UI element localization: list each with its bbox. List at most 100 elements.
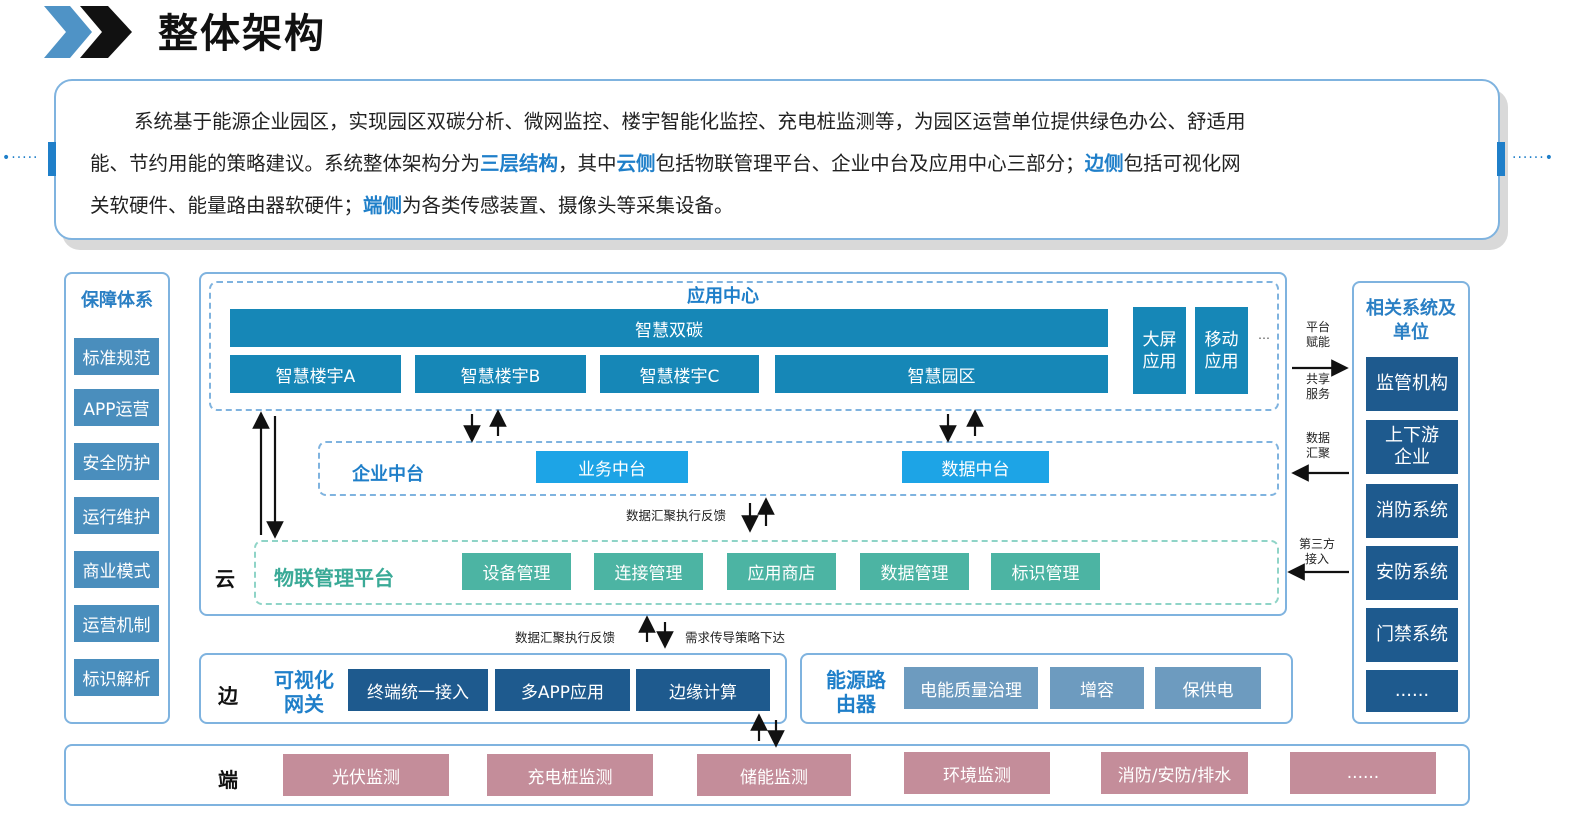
guarantee-item[interactable]: APP运营 (74, 389, 159, 426)
intro-p3a: 关软硬件、能量路由器软硬件； (90, 194, 364, 217)
iot-data-mgmt[interactable]: 数据管理 (860, 553, 969, 590)
label-a1-line1: 平台 (1305, 320, 1330, 334)
page-title: 整体架构 (158, 11, 326, 57)
iot-device-mgmt[interactable]: 设备管理 (462, 553, 571, 590)
related-upstream-downstream[interactable]: 上下游 企业 (1366, 420, 1458, 474)
app-big-screen[interactable]: 大屏 应用 (1133, 307, 1186, 394)
intro-p1: 系统基于能源企业园区，实现园区双碳分析、微网监控、楼宇智能化监控、充电桩监测等，… (134, 110, 1246, 133)
iot-frame (254, 540, 1279, 605)
data-middle-box[interactable]: 数据中台 (902, 451, 1049, 483)
iot-connection-mgmt[interactable]: 连接管理 (594, 553, 703, 590)
app-more-ellipsis: … (1258, 328, 1270, 342)
gateway-title-line1: 可视化 (274, 668, 334, 692)
router-power-quality[interactable]: 电能质量治理 (904, 667, 1038, 709)
title-chevron-icon (44, 6, 132, 58)
label-a3-line1: 数据 (1305, 431, 1330, 445)
intro-left-dots: •····· (2, 150, 39, 166)
guarantee-item[interactable]: 安全防护 (74, 443, 159, 480)
intro-p3c: 为各类传感装置、摄像头等采集设备。 (402, 194, 734, 217)
intro-p2a: 能、节约用能的策略建议。系统整体架构分为 (90, 152, 481, 175)
label-a3-line2: 汇聚 (1305, 446, 1330, 460)
terminal-env-monitor[interactable]: 环境监测 (904, 752, 1050, 794)
terminal-storage-monitor[interactable]: 储能监测 (697, 754, 851, 796)
iot-app-store[interactable]: 应用商店 (727, 553, 836, 590)
related-fire-system[interactable]: 消防系统 (1366, 484, 1458, 538)
app-smart-building-c[interactable]: 智慧楼宇C (600, 355, 759, 393)
related-more[interactable]: ...... (1366, 670, 1458, 712)
app-smart-park[interactable]: 智慧园区 (775, 355, 1108, 393)
guarantee-item[interactable]: 标准规范 (74, 338, 159, 375)
router-title: 能源路 由器 (818, 666, 894, 718)
label-a2-line1: 共享 (1305, 372, 1330, 386)
guarantee-item[interactable]: 商业模式 (74, 551, 159, 588)
intro-line-3: 关软硬件、能量路由器软硬件；端侧为各类传感装置、摄像头等采集设备。 (90, 185, 1480, 227)
intro-p2g: 包括可视化网 (1123, 152, 1241, 175)
iot-identity-mgmt[interactable]: 标识管理 (991, 553, 1100, 590)
related-title: 相关系统及 单位 (1352, 296, 1470, 346)
intro-line-2: 能、节约用能的策略建议。系统整体架构分为三层结构，其中云侧包括物联管理平台、企业… (90, 143, 1480, 185)
gateway-title-line2: 网关 (284, 692, 324, 716)
app-smart-building-b[interactable]: 智慧楼宇B (415, 355, 586, 393)
intro-highlight-terminal: 端侧 (363, 194, 403, 217)
guarantee-item[interactable]: 运营机制 (74, 605, 159, 642)
gateway-title: 可视化 网关 (266, 666, 342, 718)
terminal-pv-monitor[interactable]: 光伏监测 (283, 754, 449, 796)
app-smart-building-a[interactable]: 智慧楼宇A (230, 355, 401, 393)
gateway-multi-app[interactable]: 多APP应用 (495, 669, 630, 711)
label-shared-service: 共享 服务 (1296, 372, 1340, 402)
intro-p2c: ，其中 (558, 152, 617, 175)
app-center-frame (209, 281, 1279, 411)
app-big-screen-line1: 大屏 (1142, 329, 1177, 350)
terminal-more[interactable]: ...... (1290, 752, 1436, 794)
label-platform-empower: 平台 赋能 (1296, 320, 1340, 350)
smart-carbon-bar[interactable]: 智慧双碳 (230, 309, 1108, 347)
gateway-edge-computing[interactable]: 边缘计算 (636, 669, 770, 711)
label-data-gather: 数据 汇聚 (1296, 431, 1340, 461)
app-mobile[interactable]: 移动 应用 (1195, 307, 1248, 394)
terminal-charging-monitor[interactable]: 充电桩监测 (487, 754, 653, 796)
intro-right-dots: ······• (1512, 150, 1554, 166)
edge-layer-label: 边 (218, 684, 238, 708)
label-a1-line2: 赋能 (1305, 335, 1330, 349)
app-mobile-line2: 应用 (1204, 351, 1239, 372)
terminal-fire-security-drain[interactable]: 消防/安防/排水 (1101, 752, 1248, 794)
guarantee-item[interactable]: 运行维护 (74, 497, 159, 534)
related-regulator[interactable]: 监管机构 (1366, 357, 1458, 411)
router-title-line1: 能源路 (826, 668, 886, 692)
enterprise-title: 企业中台 (352, 464, 424, 485)
router-power-supply[interactable]: 保供电 (1155, 667, 1261, 709)
related-access-system[interactable]: 门禁系统 (1366, 608, 1458, 662)
guarantee-item[interactable]: 标识解析 (74, 659, 159, 696)
intro-highlight-three-layers: 三层结构 (480, 152, 559, 175)
label-a2-line2: 服务 (1305, 387, 1330, 401)
intro-text: 系统基于能源企业园区，实现园区双碳分析、微网监控、楼宇智能化监控、充电桩监测等，… (90, 101, 1480, 227)
related-updown-line1: 上下游 (1385, 425, 1439, 446)
related-security-system[interactable]: 安防系统 (1366, 546, 1458, 600)
intro-left-tab (48, 142, 56, 176)
label-third-party: 第三方 接入 (1292, 537, 1342, 567)
router-capacity[interactable]: 增容 (1050, 667, 1144, 709)
router-title-line2: 由器 (836, 692, 876, 716)
intro-line-1: 系统基于能源企业园区，实现园区双碳分析、微网监控、楼宇智能化监控、充电桩监测等，… (90, 101, 1480, 143)
enterprise-frame (318, 441, 1279, 496)
related-title-line1: 相关系统及 (1366, 298, 1456, 319)
cloud-layer-label: 云 (215, 567, 235, 591)
label-a4-line1: 第三方 (1298, 537, 1335, 551)
between-right-label: 需求传导策略下达 (685, 630, 786, 645)
iot-title: 物联管理平台 (274, 566, 394, 590)
intro-right-tab (1497, 142, 1505, 176)
intro-highlight-edge: 边侧 (1084, 152, 1124, 175)
intro-p2e: 包括物联管理平台、企业中台及应用中心三部分； (655, 152, 1085, 175)
app-center-title: 应用中心 (687, 286, 759, 307)
enterprise-feedback-label: 数据汇聚执行反馈 (626, 508, 727, 523)
business-middle-box[interactable]: 业务中台 (536, 451, 688, 483)
related-title-line2: 单位 (1393, 322, 1429, 343)
gateway-terminal-access[interactable]: 终端统一接入 (348, 669, 488, 711)
intro-highlight-cloud: 云侧 (616, 152, 656, 175)
intro-box: 系统基于能源企业园区，实现园区双碳分析、微网监控、楼宇智能化监控、充电桩监测等，… (54, 79, 1500, 240)
app-big-screen-line2: 应用 (1142, 351, 1177, 372)
between-left-label: 数据汇聚执行反馈 (515, 630, 616, 645)
related-updown-line2: 企业 (1394, 447, 1430, 468)
label-a4-line2: 接入 (1304, 552, 1329, 566)
app-mobile-line1: 移动 (1204, 329, 1239, 350)
